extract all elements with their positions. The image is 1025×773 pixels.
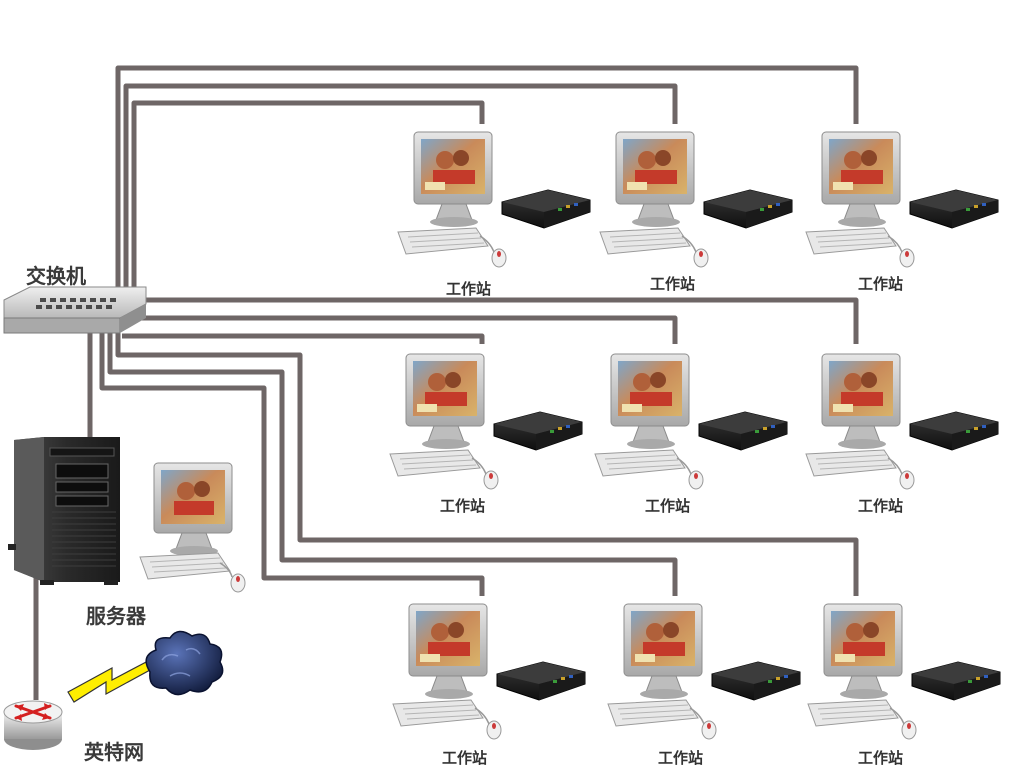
- monitor-icon: [413, 131, 493, 227]
- terminal-box-icon: [501, 189, 591, 229]
- mouse-icon: [219, 562, 246, 593]
- workstation-label: 工作站: [858, 275, 904, 293]
- terminal-box-icon: [493, 411, 583, 451]
- network-cables: [33, 65, 859, 700]
- workstation-ws-r1-c3: [805, 131, 999, 268]
- keyboard-icon: [139, 552, 231, 580]
- workstation-ws-r3-c1: [392, 603, 586, 740]
- workstation-ws-r2-c1: [389, 353, 583, 490]
- router-icon: [3, 700, 63, 750]
- terminal-box-icon: [711, 661, 801, 701]
- monitor-icon: [623, 603, 703, 699]
- workstation-label: 工作站: [442, 749, 488, 767]
- workstation-label: 工作站: [858, 497, 904, 515]
- terminal-box-icon: [909, 411, 999, 451]
- monitor-icon: [405, 353, 485, 449]
- workstation-label: 工作站: [650, 275, 696, 293]
- mouse-icon: [689, 707, 717, 740]
- lightning-icon: [67, 659, 151, 703]
- keyboard-icon: [599, 227, 691, 255]
- monitor-icon: [821, 131, 901, 227]
- workstation-ws-r1-c1: [397, 131, 591, 268]
- cloud-icon: [145, 630, 224, 696]
- cable-ws-r3-c1: [99, 320, 485, 596]
- workstation-ws-r2-c2: [594, 353, 788, 490]
- workstation-label: 工作站: [446, 280, 492, 298]
- mouse-icon: [681, 235, 709, 268]
- workstation-label: 工作站: [645, 497, 691, 515]
- monitor-icon: [823, 603, 903, 699]
- cable-ws-r1-c3: [115, 65, 859, 300]
- keyboard-icon: [807, 699, 899, 727]
- workstation-ws-r2-c3: [805, 353, 999, 490]
- keyboard-icon: [392, 699, 484, 727]
- mouse-icon: [887, 235, 915, 268]
- keyboard-icon: [594, 449, 686, 477]
- monitor-icon: [610, 353, 690, 449]
- workstation-ws-r3-c2: [607, 603, 801, 740]
- keyboard-icon: [389, 449, 481, 477]
- keyboard-icon: [805, 449, 897, 477]
- monitor-icon: [153, 462, 233, 556]
- cable-ws-r1-c1: [131, 100, 485, 300]
- monitor-icon: [615, 131, 695, 227]
- server-icon: [8, 437, 120, 585]
- mouse-icon: [474, 707, 502, 740]
- switch-icon: [3, 286, 147, 334]
- mouse-icon: [889, 707, 917, 740]
- mouse-icon: [471, 457, 499, 490]
- mouse-icon: [676, 457, 704, 490]
- workstation-grid: [389, 131, 1001, 740]
- terminal-box-icon: [698, 411, 788, 451]
- workstation-ws-r3-c3: [807, 603, 1001, 740]
- workstation-label: 工作站: [440, 497, 486, 515]
- keyboard-icon: [805, 227, 897, 255]
- terminal-box-icon: [911, 661, 1001, 701]
- monitor-icon: [821, 353, 901, 449]
- workstation-ws-r1-c2: [599, 131, 793, 268]
- terminal-box-icon: [496, 661, 586, 701]
- server-monitor-group: [139, 462, 246, 593]
- monitor-icon: [408, 603, 488, 699]
- cable-ws-r2-c3: [140, 297, 859, 344]
- mouse-icon: [479, 235, 507, 268]
- server-label: 服务器: [86, 604, 146, 628]
- workstation-label: 工作站: [658, 749, 704, 767]
- keyboard-icon: [397, 227, 489, 255]
- keyboard-icon: [607, 699, 699, 727]
- cable-ws-r2-c2: [130, 315, 678, 344]
- cable-ws-r2-c1: [122, 333, 485, 344]
- internet-label: 英特网: [84, 740, 144, 764]
- cable-ws-r1-c2: [123, 83, 678, 300]
- terminal-box-icon: [703, 189, 793, 229]
- terminal-box-icon: [909, 189, 999, 229]
- workstation-label: 工作站: [858, 749, 904, 767]
- switch-label: 交换机: [26, 264, 86, 288]
- mouse-icon: [887, 457, 915, 490]
- cable-ws-r3-c3: [115, 320, 859, 596]
- cable-ws-r3-c2: [107, 320, 678, 596]
